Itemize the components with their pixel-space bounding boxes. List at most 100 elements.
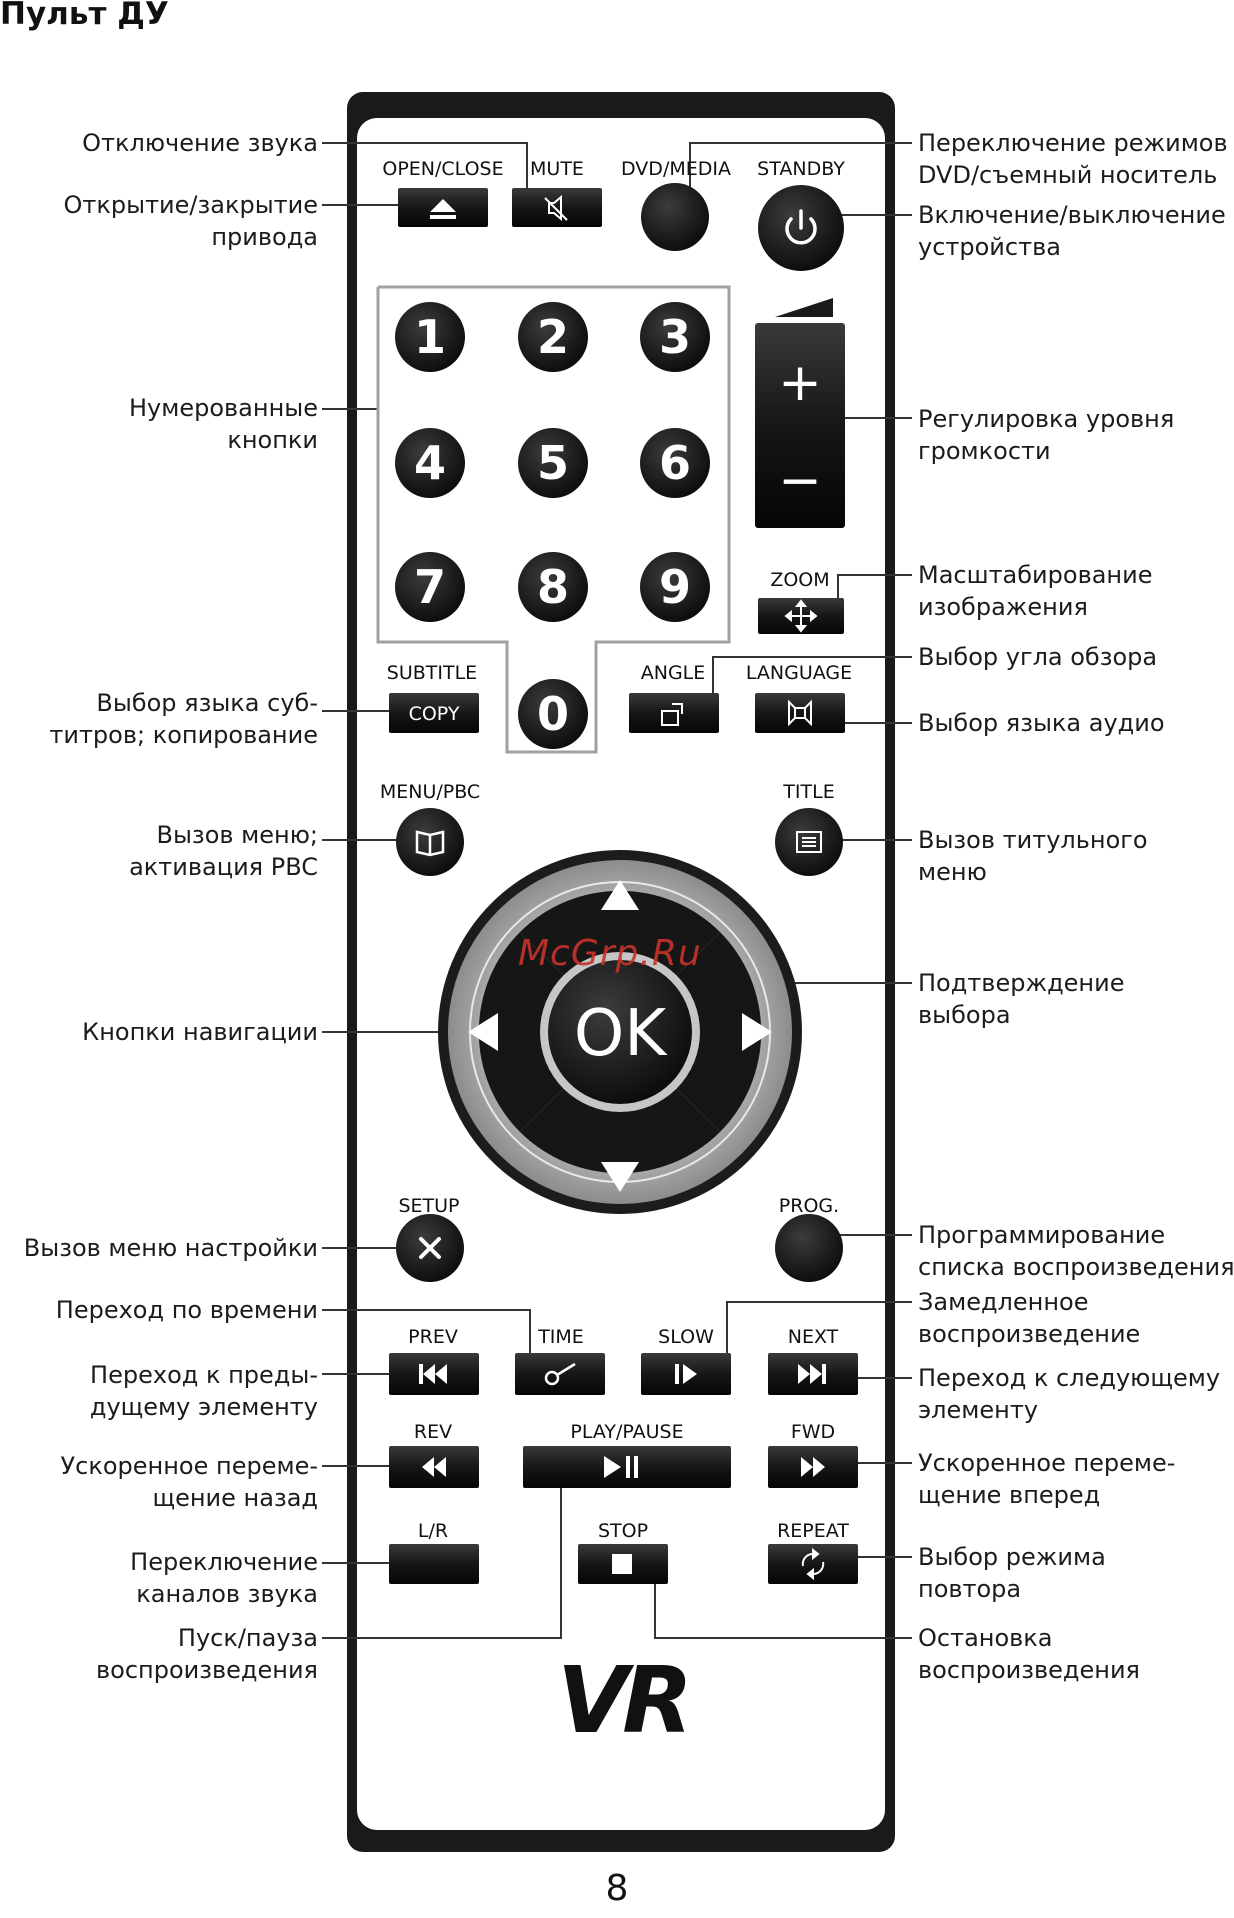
callout-line: Выбор режима	[918, 1543, 1106, 1571]
prev-button[interactable]	[389, 1353, 479, 1395]
digit-button-0[interactable]: 0	[518, 679, 588, 749]
digit-label: 1	[414, 310, 446, 364]
leader-dvd-media	[689, 142, 912, 190]
power-icon	[785, 209, 817, 245]
arrow-up-icon	[601, 880, 639, 910]
digit-label: 6	[659, 436, 691, 490]
skip-back-icon	[419, 1364, 447, 1384]
title-button[interactable]	[775, 808, 843, 876]
digit-label: 9	[659, 560, 691, 614]
open-close-button[interactable]	[398, 188, 488, 227]
callout-navigation: Кнопки навигации	[0, 1016, 318, 1048]
angle-button[interactable]	[629, 693, 719, 733]
callout-time: Переход по времени	[0, 1294, 318, 1326]
digit-button-8[interactable]: 8	[518, 552, 588, 622]
digit-button-7[interactable]: 7	[395, 552, 465, 622]
digit-label: 8	[537, 560, 569, 614]
volume-minus-icon: −	[778, 451, 822, 511]
lr-button[interactable]	[389, 1544, 479, 1584]
language-button[interactable]	[755, 693, 845, 733]
time-button[interactable]	[515, 1353, 605, 1395]
digit-label: 2	[537, 310, 569, 364]
menu-pbc-button[interactable]	[396, 808, 464, 876]
digit-button-4[interactable]: 4	[395, 428, 465, 498]
slow-button[interactable]	[641, 1353, 731, 1395]
rev-button[interactable]	[389, 1446, 479, 1488]
callout-subtitle: Выбор языка суб-титров; копирование	[0, 687, 318, 751]
callout-language: Выбор языка аудио	[918, 707, 1234, 739]
next-button[interactable]	[768, 1353, 858, 1395]
volume-up-button[interactable]: +	[755, 323, 845, 423]
volume-down-button[interactable]: −	[755, 428, 845, 528]
repeat-button[interactable]	[768, 1544, 858, 1584]
subtitle-copy-button[interactable]: COPY	[389, 693, 479, 733]
callout-line: DVD/съемный носитель	[918, 161, 1218, 189]
ok-button[interactable]: OK	[548, 960, 692, 1104]
callout-line: Выбор языка суб-	[96, 689, 318, 717]
digit-button-shape	[518, 428, 588, 498]
angle-icon	[661, 703, 683, 726]
digit-button-2[interactable]: 2	[518, 302, 588, 372]
watermark: McGrp.Ru	[518, 933, 702, 974]
dvd-media-button[interactable]	[641, 183, 709, 251]
leader-stop	[654, 1575, 912, 1639]
digit-button-shape	[640, 552, 710, 622]
svg-text:VR: VR	[557, 1647, 687, 1754]
nav-up-button[interactable]	[520, 890, 720, 992]
digit-button-shape	[518, 552, 588, 622]
label-mute: MUTE	[530, 158, 584, 180]
digit-button-1[interactable]: 1	[395, 302, 465, 372]
callout-line: привода	[211, 223, 318, 251]
zoom-move-icon	[784, 599, 818, 633]
play-pause-icon	[604, 1456, 638, 1478]
vr-brand-logo: VR	[557, 1647, 693, 1754]
callout-line: элементу	[918, 1396, 1039, 1424]
nav-down-button[interactable]	[520, 1072, 720, 1174]
callout-line: воспроизведение	[918, 1320, 1141, 1348]
zoom-button[interactable]	[758, 598, 844, 634]
label-open-close: OPEN/CLOSE	[382, 158, 503, 180]
callout-line: Вызов меню;	[156, 821, 318, 849]
digit-label: 7	[414, 560, 446, 614]
callout-line: Пуск/пауза	[177, 1624, 318, 1652]
label-dvd-media: DVD/MEDIA	[621, 158, 731, 180]
digit-button-3[interactable]: 3	[640, 302, 710, 372]
callout-line: Подтверждение	[918, 969, 1125, 997]
label-prog: PROG.	[779, 1195, 839, 1217]
callout-line: Ускоренное переме-	[918, 1449, 1176, 1477]
prog-button[interactable]	[775, 1214, 843, 1282]
callout-play-pause: Пуск/пауза воспроизведения	[0, 1622, 318, 1686]
callout-line: воспроизведения	[96, 1656, 318, 1684]
leader-slow	[726, 1301, 912, 1365]
digit-button-5[interactable]: 5	[518, 428, 588, 498]
digit-button-6[interactable]: 6	[640, 428, 710, 498]
callout-line: кнопки	[227, 426, 318, 454]
callout-line: Масштабирование	[918, 561, 1153, 589]
callout-line: Остановка	[918, 1624, 1053, 1652]
fwd-button[interactable]	[768, 1446, 858, 1488]
leader-mute	[322, 142, 528, 190]
digit-button-9[interactable]: 9	[640, 552, 710, 622]
slow-play-icon	[675, 1364, 697, 1384]
mute-button[interactable]	[512, 188, 602, 227]
callout-line: устройства	[918, 233, 1061, 261]
digit-button-shape	[640, 428, 710, 498]
page-number: 8	[605, 1868, 629, 1909]
leader-play-pause	[322, 1465, 562, 1639]
setup-button[interactable]	[396, 1214, 464, 1282]
callout-line: Переход по времени	[55, 1296, 318, 1324]
time-search-icon	[544, 1362, 576, 1386]
digit-button-shape	[395, 428, 465, 498]
nav-right-button[interactable]	[660, 932, 762, 1132]
label-lr: L/R	[418, 1520, 448, 1542]
stop-button[interactable]	[578, 1544, 668, 1584]
callout-line: дущему элементу	[89, 1393, 318, 1421]
label-slow: SLOW	[658, 1326, 714, 1348]
standby-button[interactable]	[758, 185, 844, 271]
nav-left-button[interactable]	[478, 932, 580, 1132]
play-pause-button[interactable]	[523, 1446, 731, 1488]
label-setup: SETUP	[398, 1195, 459, 1217]
